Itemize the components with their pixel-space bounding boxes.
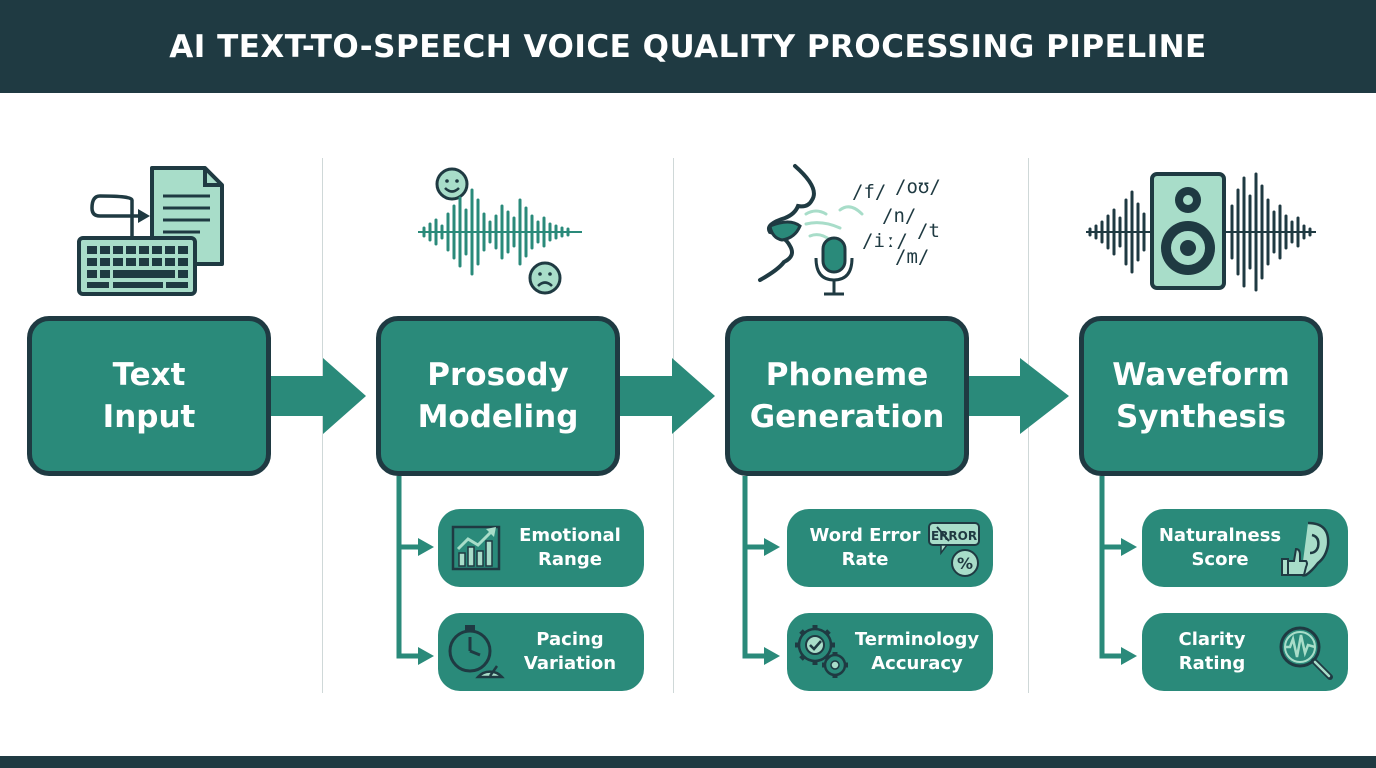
speaker-waveform-icon <box>1086 172 1316 292</box>
ear-thumbs-up-icon <box>1281 521 1330 577</box>
branch-connector <box>742 476 766 659</box>
bar-chart-trend-icon <box>451 525 501 571</box>
phoneme-label: /m/ <box>895 246 929 268</box>
flow-arrow <box>270 358 366 434</box>
error-badge-text: ERROR <box>931 529 977 543</box>
branch-arrowheads <box>764 538 780 665</box>
phoneme-label: /n/ <box>882 205 916 227</box>
branch-arrowheads <box>418 538 434 665</box>
phoneme-label: /t <box>917 220 940 242</box>
phoneme-label: /oʊ/ <box>895 176 941 198</box>
branch-connector <box>396 476 420 659</box>
flow-arrow <box>966 358 1069 434</box>
header-bar: AI TEXT-TO-SPEECH VOICE QUALITY PROCESSI… <box>0 0 1376 93</box>
keyboard-document-icon <box>77 166 224 296</box>
branch-arrowheads <box>1121 538 1137 665</box>
stopwatch-gauge-icon <box>448 625 505 679</box>
footer-bar <box>0 756 1376 768</box>
gears-check-icon <box>795 625 848 678</box>
percent-symbol: % <box>957 554 973 573</box>
speaking-face-icon: /f/ /oʊ/ /n/ /t /iː/ /m/ <box>758 164 941 296</box>
branch-connector <box>1099 476 1123 659</box>
column-divider <box>322 158 323 693</box>
emotion-waveform-icon <box>418 167 582 295</box>
phoneme-label: /f/ <box>852 181 886 203</box>
error-percent-icon: ERROR % <box>928 522 980 577</box>
magnifier-waveform-icon <box>1279 626 1333 680</box>
flow-arrow <box>618 358 715 434</box>
page-title: AI TEXT-TO-SPEECH VOICE QUALITY PROCESSI… <box>169 28 1207 65</box>
phoneme-label: /iː/ <box>862 230 908 252</box>
